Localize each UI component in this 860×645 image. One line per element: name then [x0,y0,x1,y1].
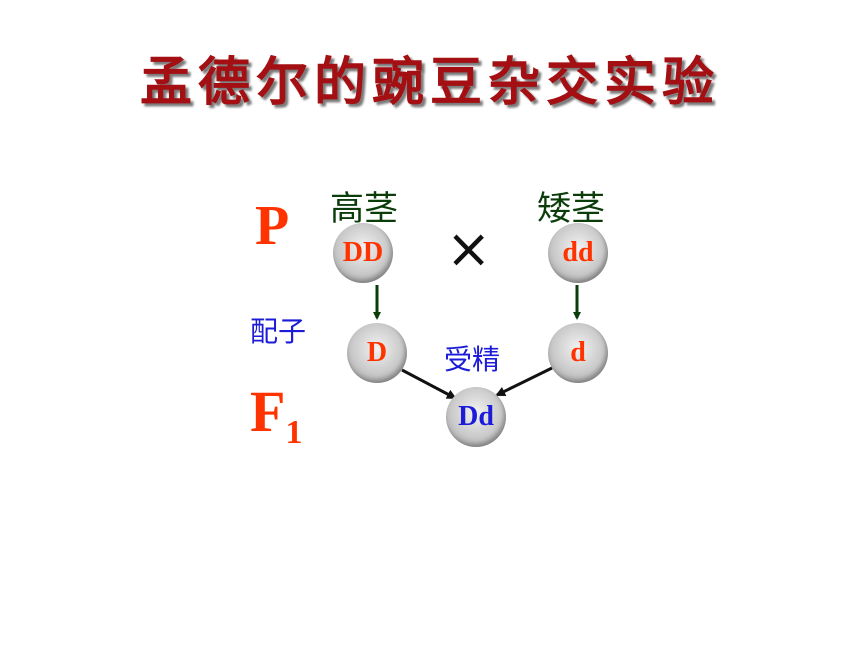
gamete-dwarf: d [548,323,608,383]
arrow-gamete-tall-to-offspring [401,368,457,400]
slide-title: 孟德尔的豌豆杂交实验 [139,52,720,113]
gamete-tall: D [347,323,407,383]
generation-p-label: P [255,195,290,257]
arrow-gamete-dwarf-to-offspring [495,366,553,397]
generation-f1-letter: F [250,379,286,444]
generation-f1-subscript: 1 [285,414,303,451]
cross-symbol: × [446,217,492,280]
generation-f1-label: F1 [250,383,302,450]
offspring-genotype: Dd [446,387,506,447]
tall-stem-label: 高茎 [330,189,398,229]
parent-dwarf-genotype: dd [548,223,608,283]
parent-tall-genotype: DD [333,223,393,283]
dwarf-stem-label: 矮茎 [537,189,605,229]
fertilization-label: 受精 [444,343,501,376]
gametes-label: 配子 [250,315,307,348]
